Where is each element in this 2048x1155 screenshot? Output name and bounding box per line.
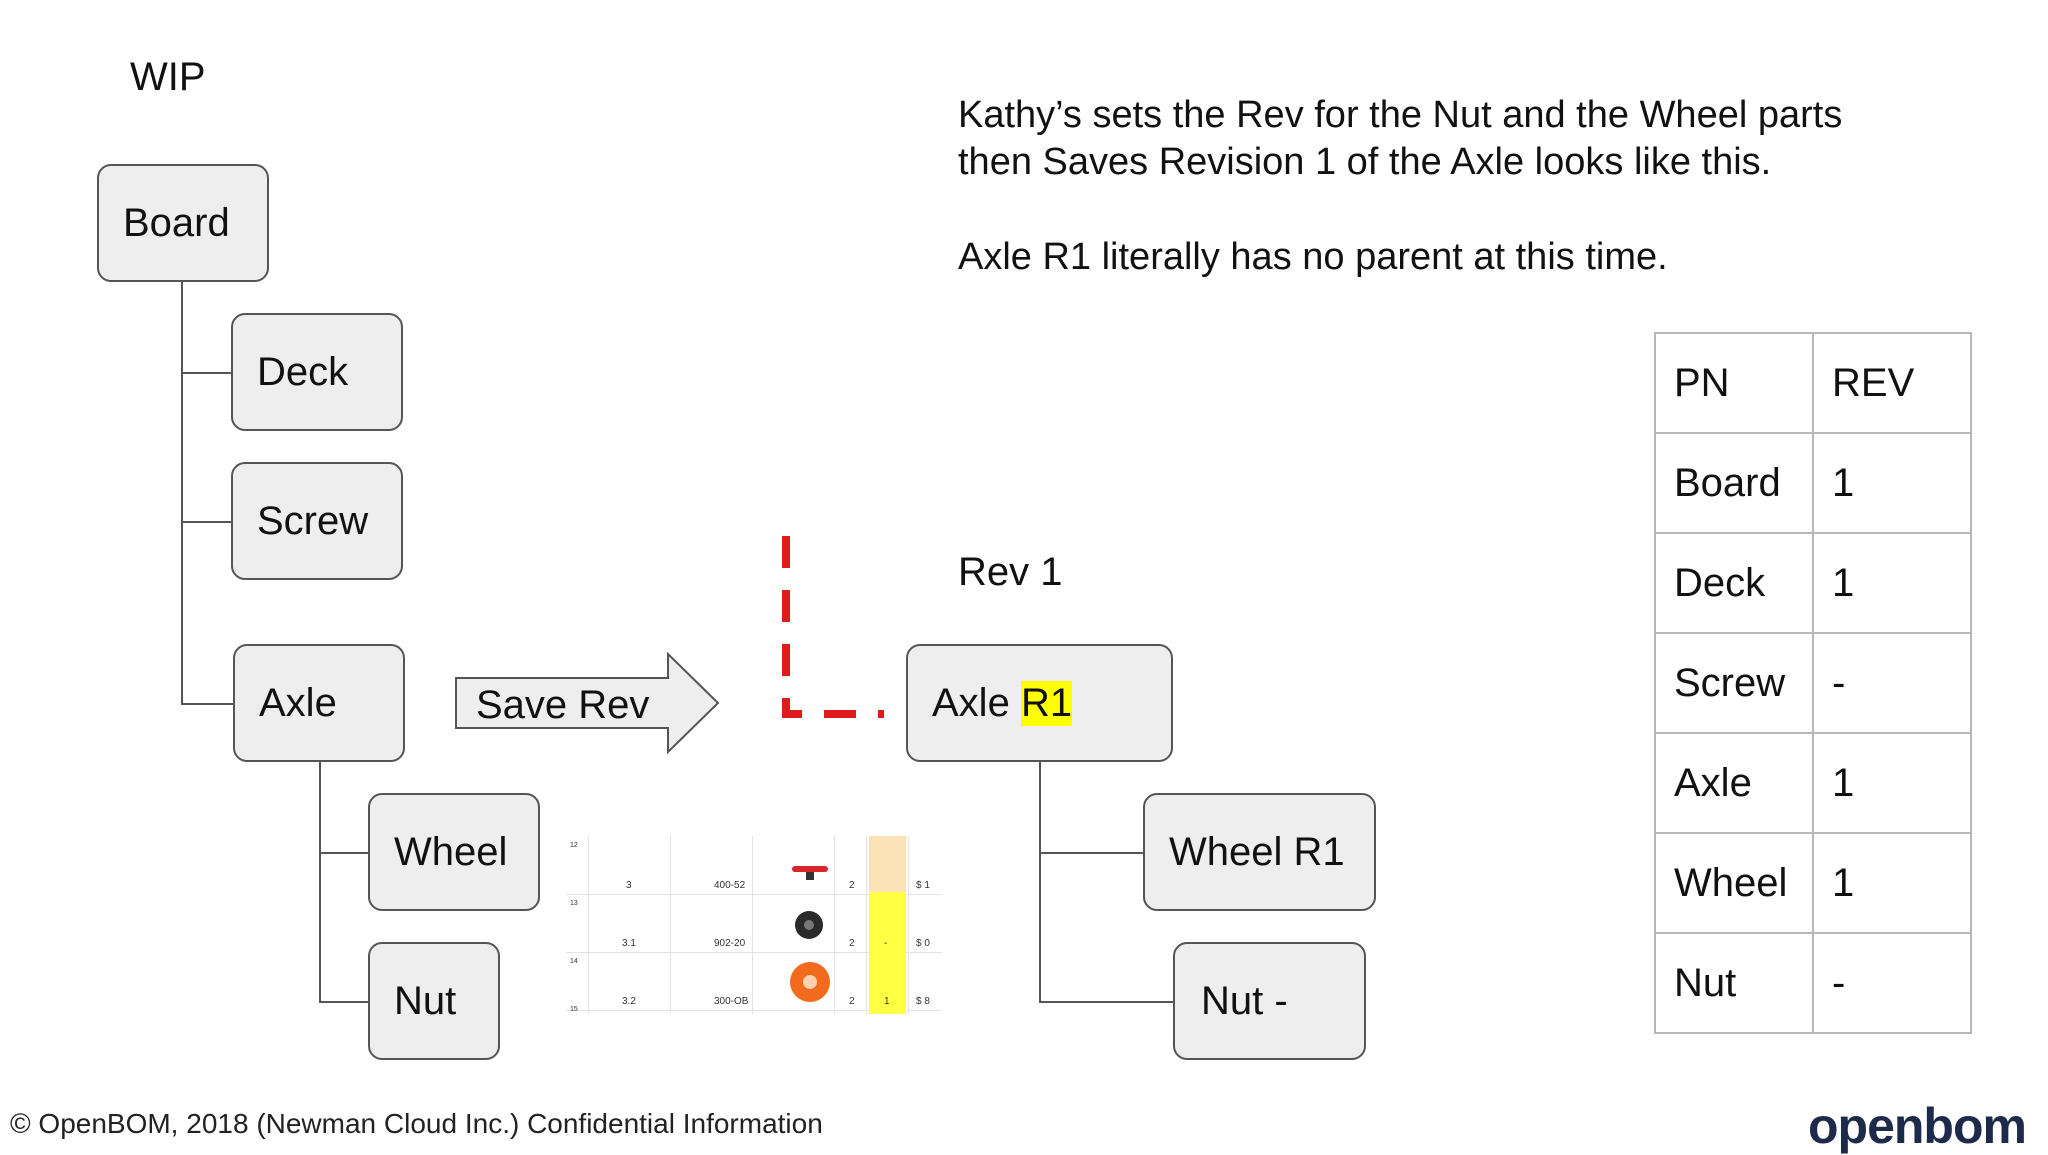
node-nut: Nut	[368, 942, 500, 1060]
save-rev-label: Save Rev	[476, 683, 650, 727]
table-row: Deck 1	[1654, 532, 1972, 634]
node-screw-label: Screw	[257, 498, 369, 543]
wip-label: WIP	[130, 55, 206, 99]
table-cell-rev: 1	[1812, 432, 1972, 534]
node-wheel: Wheel	[368, 793, 540, 911]
table-row: Board 1	[1654, 432, 1972, 534]
table-cell-pn: Deck	[1654, 532, 1814, 634]
thumb-row-number: 15	[570, 1006, 578, 1013]
thumb-cost: $ 0	[916, 938, 930, 949]
node-deck-label: Deck	[257, 349, 349, 394]
connector-deck	[181, 372, 231, 374]
table-cell-pn: Nut	[1654, 932, 1814, 1034]
rev-label: Rev 1	[958, 550, 1063, 594]
node-axle: Axle	[233, 644, 405, 762]
connector-nut-dash	[1039, 1001, 1173, 1003]
table-row: Screw -	[1654, 632, 1972, 734]
connector-screw	[181, 521, 231, 523]
node-nut-label: Nut	[394, 978, 457, 1023]
revision-table: PN REV Board 1 Deck 1 Screw - Axle 1 Whe…	[1654, 332, 1972, 1034]
connector-axle-r1-trunk	[1039, 762, 1041, 1002]
thumb-pn: 300-OB	[714, 996, 749, 1007]
node-deck: Deck	[231, 313, 403, 431]
table-header-pn: PN	[1654, 332, 1814, 434]
connector-nut	[319, 1001, 368, 1003]
table-cell-rev: 1	[1812, 832, 1972, 934]
connector-board-trunk	[181, 282, 183, 704]
node-board: Board	[97, 164, 269, 282]
thumb-row-number: 13	[570, 900, 578, 907]
thumb-qty: 2	[849, 880, 855, 891]
description-line-1: Kathy’s sets the Rev for the Nut and the…	[958, 94, 1843, 136]
table-header-row: PN REV	[1654, 332, 1972, 434]
connector-wheel-r1	[1039, 852, 1143, 854]
node-wheel-r1-label: Wheel R1	[1169, 829, 1345, 874]
thumb-qty: 2	[849, 938, 855, 949]
thumb-item: 3.2	[622, 996, 636, 1007]
table-cell-pn: Wheel	[1654, 832, 1814, 934]
save-rev-arrow	[455, 652, 720, 754]
node-axle-r1: Axle R1	[906, 644, 1173, 762]
connector-wheel	[319, 852, 368, 854]
openbom-logo: openbom	[1808, 1098, 2027, 1154]
description-line-3: Axle R1 literally has no parent at this …	[958, 236, 1668, 278]
thumb-row-number: 14	[570, 958, 578, 965]
table-cell-pn: Screw	[1654, 632, 1814, 734]
thumb-cost: $ 1	[916, 880, 930, 891]
rev-cell-header	[869, 836, 906, 892]
thumb-pn: 902-20	[714, 938, 746, 949]
table-cell-pn: Axle	[1654, 732, 1814, 834]
node-nut-dash: Nut -	[1173, 942, 1366, 1060]
node-board-label: Board	[123, 200, 230, 245]
thumb-qty: 2	[849, 996, 855, 1007]
node-screw: Screw	[231, 462, 403, 580]
table-row: Nut -	[1654, 932, 1972, 1034]
node-wheel-r1: Wheel R1	[1143, 793, 1376, 911]
node-axle-r1-prefix: Axle	[932, 680, 1010, 725]
footer-confidential: © OpenBOM, 2018 (Newman Cloud Inc.) Conf…	[10, 1108, 823, 1139]
table-cell-pn: Board	[1654, 432, 1814, 534]
description-line-2: then Saves Revision 1 of the Axle looks …	[958, 141, 1772, 183]
node-wheel-label: Wheel	[394, 829, 508, 874]
connector-axle-trunk	[319, 762, 321, 1002]
table-cell-rev: -	[1812, 632, 1972, 734]
table-cell-rev: 1	[1812, 532, 1972, 634]
truck-icon	[792, 866, 828, 880]
thumb-item: 3	[626, 880, 632, 891]
node-axle-r1-rev: R1	[1020, 680, 1073, 726]
thumb-item: 3.1	[622, 938, 636, 949]
bearing-icon	[795, 911, 823, 939]
thumb-rev: -	[884, 938, 888, 949]
node-axle-label: Axle	[259, 680, 337, 725]
table-cell-rev: -	[1812, 932, 1972, 1034]
node-nut-dash-label: Nut -	[1201, 978, 1288, 1023]
table-row: Axle 1	[1654, 732, 1972, 834]
thumb-rev: 1	[884, 996, 890, 1007]
thumb-cost: $ 8	[916, 996, 930, 1007]
table-row: Wheel 1	[1654, 832, 1972, 934]
rev-cell-highlight	[869, 892, 906, 1014]
thumb-pn: 400-52	[714, 880, 746, 891]
table-cell-rev: 1	[1812, 732, 1972, 834]
bom-spreadsheet-thumbnail: 12 13 14 15 3 400-52 2 $ 1 3.1 902-20 2 …	[566, 836, 942, 1014]
wheel-icon	[790, 962, 830, 1002]
description-block: Kathy’s sets the Rev for the Nut and the…	[958, 92, 1842, 186]
no-parent-dashed-line	[782, 536, 884, 718]
table-header-rev: REV	[1812, 332, 1972, 434]
thumb-row-number: 12	[570, 842, 578, 849]
connector-axle	[181, 703, 233, 705]
